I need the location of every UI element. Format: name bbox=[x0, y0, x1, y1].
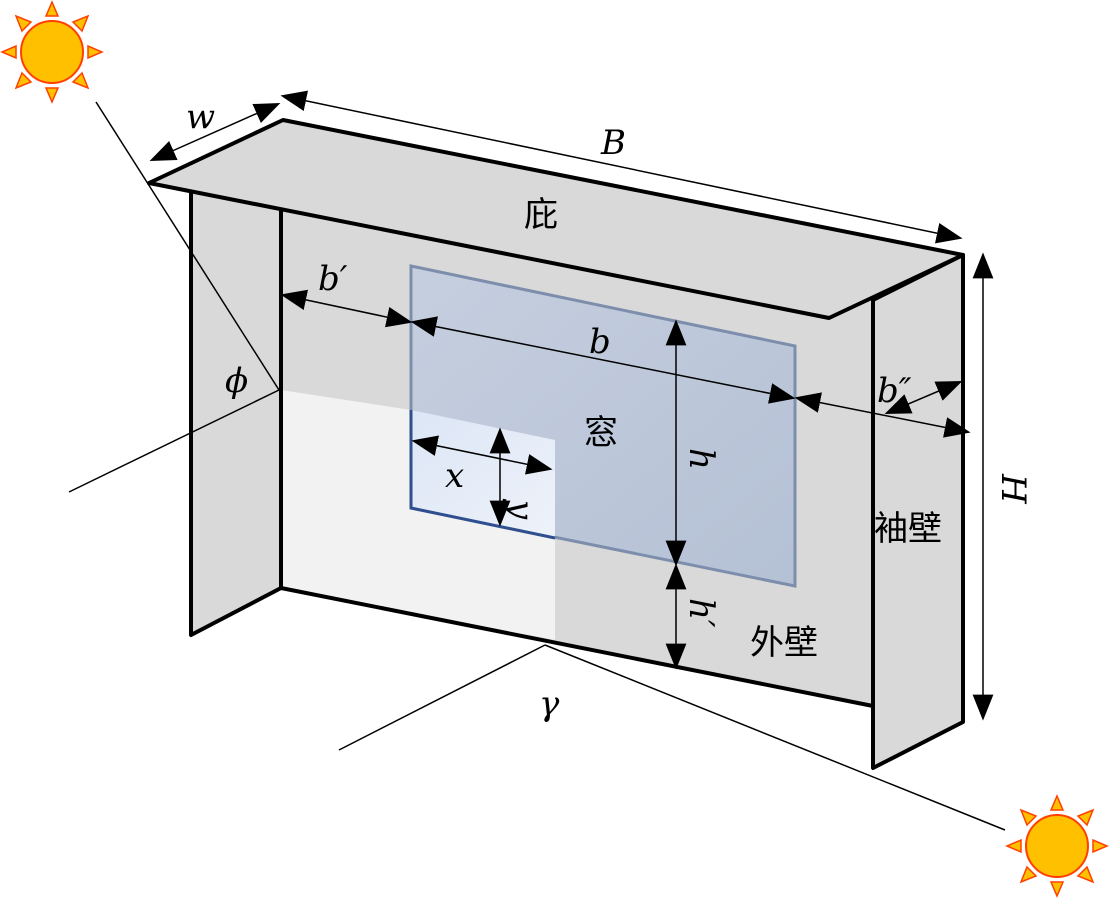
dim-b-prime-arrow bbox=[280, 289, 413, 328]
label-x: x bbox=[445, 456, 464, 496]
left-sleeve-wall bbox=[189, 188, 283, 637]
label-H: H bbox=[993, 473, 1033, 505]
label-b-pp: b″ bbox=[877, 371, 912, 411]
sun-ray-top bbox=[95, 101, 280, 391]
dim-b-pp-arrow bbox=[794, 392, 971, 438]
label-b-prime: b′ bbox=[318, 259, 348, 299]
label-phi: ϕ bbox=[225, 361, 248, 401]
label-gamma: γ bbox=[539, 684, 560, 724]
dim-b-arrow bbox=[410, 316, 796, 404]
label-b: b bbox=[589, 322, 611, 362]
label-outer-wall: 外壁 bbox=[750, 623, 818, 663]
dim-w-arrow bbox=[149, 102, 281, 162]
sun-icon bbox=[1005, 794, 1109, 898]
label-h: h bbox=[681, 448, 721, 470]
label-w: w bbox=[186, 97, 215, 137]
label-eave: 庇 bbox=[524, 195, 558, 235]
label-sleeve-wall: 袖壁 bbox=[874, 509, 942, 549]
label-B: B bbox=[600, 123, 626, 163]
azimuth-ground-line bbox=[68, 389, 280, 493]
gamma-ground-line bbox=[338, 644, 546, 751]
dim-v-arrow bbox=[884, 380, 963, 415]
label-y: y bbox=[501, 498, 541, 520]
dim-x-arrow bbox=[411, 435, 553, 475]
sun-ray-bottom bbox=[544, 644, 1006, 831]
window-sunlit-border bbox=[409, 410, 556, 540]
label-h-prime: h′ bbox=[681, 598, 721, 628]
outer-wall-bottom-edge bbox=[280, 586, 874, 708]
dim-B-arrow bbox=[280, 90, 963, 244]
label-window: 窓 bbox=[584, 413, 618, 453]
sun-icon bbox=[0, 0, 104, 104]
